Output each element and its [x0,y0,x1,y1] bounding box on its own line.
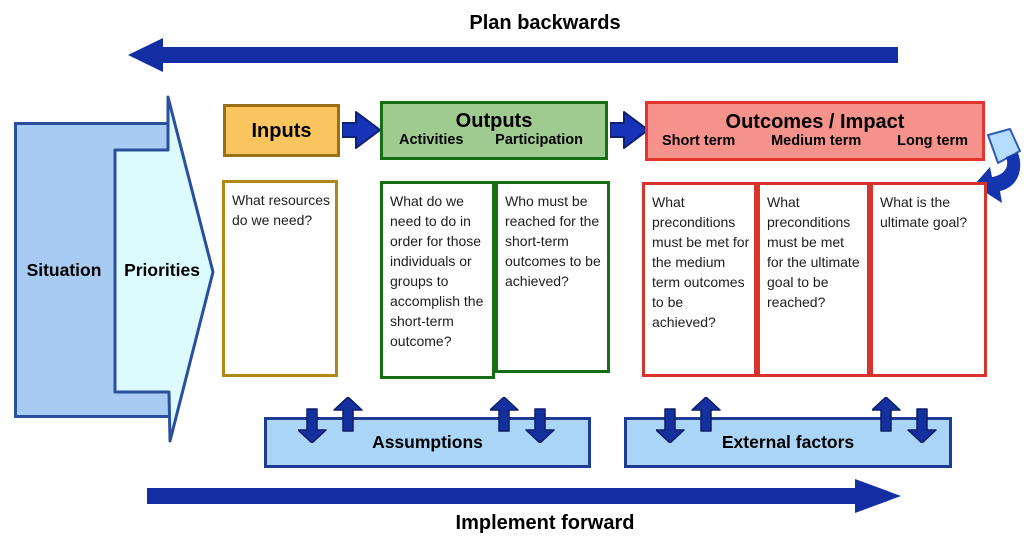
outcomes-subheader-short-term: Short term [662,132,736,149]
assumptions-label: Assumptions [372,432,483,452]
inputs-header-label: Inputs [251,119,312,142]
priorities-label: Priorities [124,260,200,280]
outcomes-subheader-long-term: Long term [897,132,968,149]
outputs-header-label: Outputs [455,110,533,132]
inputs-header-box: Inputs [223,104,340,157]
external-factors-box: External factors [624,417,952,468]
inputs-question-box: What resources do we need? [222,180,338,377]
plan-backwards-label: Plan backwards [469,12,621,34]
long-term-question-box: What is the ultimate goal? [870,182,987,377]
inputs-to-outputs-arrow-icon [342,111,381,149]
outputs-header-box: Outputs Activities Participation [380,101,608,160]
participation-question-box: Who must be reached for the short-term o… [495,181,610,373]
outputs-subheader-participation: Participation [495,132,583,148]
outputs-to-outcomes-arrow-icon [610,111,649,149]
outputs-subheader-activities: Activities [399,132,464,148]
outcomes-header-box: Outcomes / Impact Short term Medium term… [645,101,985,161]
priorities-arrow-shape [113,95,215,443]
exchange-arrows-icon [490,397,555,443]
outcomes-subheader-medium-term: Medium term [771,132,862,149]
short-term-question-box: What preconditions must be met for the m… [642,182,757,377]
external-factors-label: External factors [721,432,855,452]
activities-question-box: What do we need to do in order for those… [380,181,495,379]
implement-forward-arrow-icon [147,479,901,513]
situation-label: Situation [26,260,102,280]
outcomes-header-label: Outcomes / Impact [725,110,905,133]
exchange-arrows-icon [298,397,363,443]
exchange-arrows-icon [872,397,937,443]
plan-backwards-arrow-icon [128,38,898,72]
medium-term-question-box: What preconditions must be met for the u… [757,182,870,377]
exchange-arrows-icon [656,397,721,443]
implement-forward-label: Implement forward [455,512,635,534]
